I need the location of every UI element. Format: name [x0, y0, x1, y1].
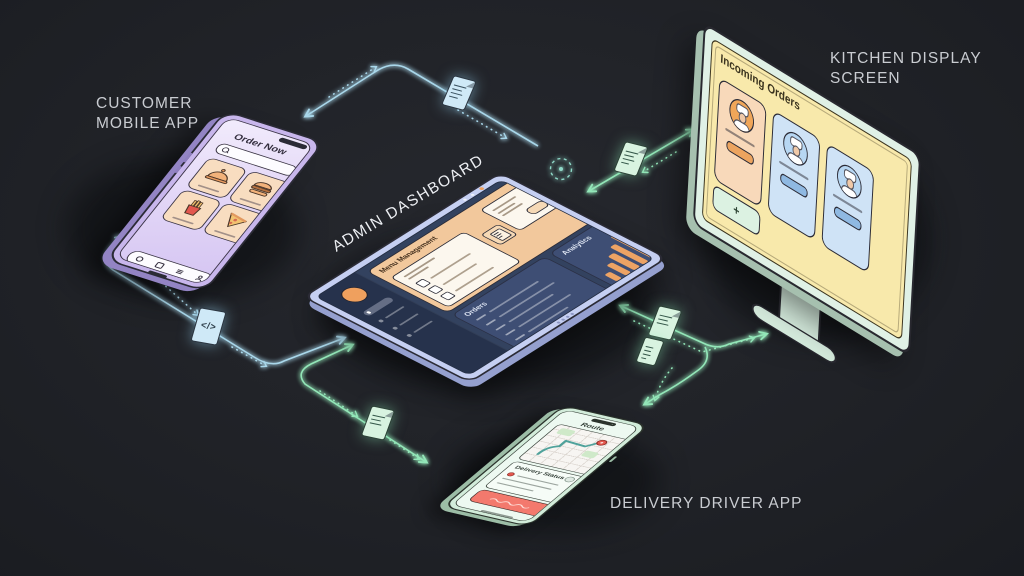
page-fold — [384, 409, 394, 418]
line — [656, 321, 669, 326]
line — [642, 352, 651, 357]
line — [475, 314, 487, 321]
customer-app-label-line1: CUSTOMER — [96, 95, 193, 112]
line — [450, 91, 463, 96]
pill-button[interactable] — [524, 199, 551, 216]
kitchen-display-label: KITCHEN DISPLAY SCREEN — [830, 49, 982, 90]
dot — [406, 333, 412, 338]
line — [412, 320, 433, 334]
pizza-icon — [226, 212, 248, 228]
line — [448, 95, 458, 99]
delivery-phone: Route Delivery Status — [441, 405, 651, 527]
food-card-cloche[interactable] — [185, 156, 249, 200]
customer-app-label: CUSTOMER MOBILE APP — [96, 94, 199, 135]
page-fold — [637, 145, 648, 155]
line — [369, 421, 382, 426]
delivery-app-screen: Route Delivery Status — [451, 409, 641, 523]
line — [171, 216, 194, 225]
line — [623, 153, 634, 158]
arrow-monitor-delivery — [642, 346, 708, 406]
checkbox[interactable] — [439, 291, 457, 301]
route-polyline — [536, 439, 608, 455]
dotted-flow — [328, 65, 378, 98]
food-card-pizza[interactable] — [201, 202, 265, 245]
kitchen-display-label-line1: KITCHEN DISPLAY — [830, 50, 982, 67]
search-icon-handle — [226, 151, 229, 154]
dotted-flow — [641, 151, 677, 174]
line — [370, 418, 381, 422]
arrow-admin-delivery — [300, 343, 429, 464]
line — [239, 197, 262, 206]
line — [372, 414, 386, 419]
line — [197, 184, 220, 193]
line — [213, 229, 236, 238]
dot — [377, 319, 384, 323]
line — [452, 87, 463, 92]
blue-connectors — [105, 64, 539, 368]
code-file-label: </> — [199, 319, 218, 334]
camera-dot — [610, 423, 614, 426]
line — [625, 150, 639, 155]
sync-node-circle — [549, 157, 573, 181]
plus-icon: + — [732, 201, 740, 220]
checkbox[interactable] — [414, 278, 432, 288]
food-card-burger[interactable] — [227, 170, 291, 213]
burger-icon — [249, 182, 272, 197]
delivery-app-label: DELIVERY DRIVER APP — [610, 495, 803, 512]
home-icon[interactable] — [133, 255, 146, 264]
sidebar-item[interactable] — [391, 313, 419, 330]
route-map[interactable] — [516, 423, 631, 476]
line — [641, 356, 647, 360]
checkbox[interactable] — [427, 284, 444, 295]
cloche-icon — [204, 168, 228, 185]
delivery-action-button[interactable] — [467, 488, 553, 518]
profile-icon[interactable] — [193, 274, 206, 283]
grid-icon[interactable] — [153, 261, 166, 270]
list-icon[interactable] — [173, 267, 186, 276]
page-fold — [671, 309, 682, 318]
line — [504, 328, 517, 336]
line — [645, 345, 655, 349]
dot — [391, 326, 398, 330]
bar — [604, 271, 623, 282]
line — [659, 314, 673, 319]
dotted-flow — [132, 256, 200, 317]
food-card-fries[interactable] — [159, 188, 223, 232]
dotted-flow — [231, 346, 268, 368]
line — [620, 161, 630, 165]
button-script-squiggle — [489, 498, 530, 509]
kitchen-display-label-line2: SCREEN — [830, 70, 901, 88]
dot — [365, 310, 372, 315]
fries-icon — [184, 200, 204, 216]
dotted-flow — [633, 320, 756, 353]
line — [495, 323, 507, 331]
line — [514, 333, 526, 341]
line — [643, 349, 651, 353]
line — [383, 306, 405, 319]
status-dot-icon — [505, 471, 517, 477]
arrow-admin-monitor — [618, 304, 769, 348]
customer-app-label-line2: MOBILE APP — [96, 115, 200, 133]
line — [657, 317, 668, 322]
dotted-flow — [652, 367, 673, 402]
line — [453, 83, 467, 89]
dotted-flow — [457, 109, 508, 140]
arrow-customer-admin — [105, 235, 347, 365]
avatar — [335, 283, 374, 306]
line — [485, 318, 497, 326]
page-fold — [466, 80, 476, 89]
arrow-admin-customer-top — [303, 64, 539, 147]
sync-node-dot — [559, 167, 563, 171]
home-indicator — [480, 509, 514, 519]
dotted-flow — [319, 390, 359, 417]
sidebar-item[interactable] — [406, 320, 433, 338]
line — [398, 313, 419, 326]
dotted-flow — [389, 439, 421, 461]
sidebar-item[interactable] — [377, 306, 405, 323]
line — [622, 157, 635, 162]
